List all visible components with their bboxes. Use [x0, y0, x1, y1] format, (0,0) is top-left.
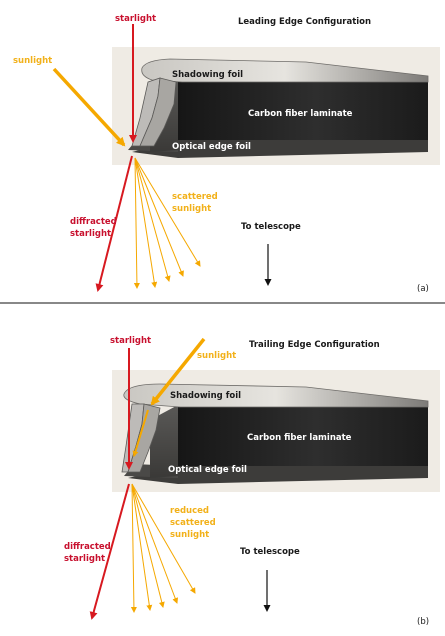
starlight-label-a: starlight	[115, 14, 156, 24]
scattered-label-a-1: scattered	[172, 192, 218, 202]
panel-b-title: Trailing Edge Configuration	[249, 340, 380, 350]
diffracted-label-a-2: starlight	[70, 229, 111, 239]
panel-b: Trailing Edge Configuration Shadowing fo…	[64, 336, 440, 627]
sunlight-arrow-a	[52, 67, 126, 147]
starlight-label-b: starlight	[110, 336, 151, 346]
sunlight-label-a: sunlight	[13, 56, 52, 66]
diffracted-starlight-arrow-b	[89, 483, 130, 620]
panel-tag-a: (a)	[417, 284, 429, 294]
to-telescope-label-a: To telescope	[241, 222, 301, 232]
carbon-fiber-label-b: Carbon fiber laminate	[247, 433, 352, 443]
diffracted-label-b-1: diffracted	[64, 542, 111, 552]
sunlight-arrow-b	[150, 337, 206, 406]
panel-tag-b: (b)	[417, 617, 429, 627]
optical-edge-foil-a	[131, 77, 177, 147]
to-telescope-label-b: To telescope	[240, 547, 300, 557]
optical-edge-foil-label-a: Optical edge foil	[172, 142, 251, 152]
sunlight-label-b: sunlight	[197, 351, 236, 361]
shadowing-foil-label-a: Shadowing foil	[172, 70, 243, 80]
shadowing-foil-a	[141, 58, 429, 83]
scattered-label-a-2: sunlight	[172, 204, 211, 214]
sunlight-reflected-arrow-b	[132, 409, 149, 457]
scattered-sunlight-rays-b	[130, 483, 196, 613]
shadowing-foil-b	[123, 383, 429, 408]
shadowing-foil-label-b: Shadowing foil	[170, 391, 241, 401]
scattered-label-b-3: sunlight	[170, 530, 209, 540]
diffracted-label-a-1: diffracted	[70, 217, 117, 227]
scattered-label-b-1: reduced	[170, 506, 209, 516]
scattered-label-b-2: scattered	[170, 518, 216, 528]
scattered-sunlight-rays-a	[133, 157, 201, 289]
diffracted-label-b-2: starlight	[64, 554, 105, 564]
panel-a-title: Leading Edge Configuration	[238, 17, 371, 27]
carbon-fiber-label-a: Carbon fiber laminate	[248, 109, 353, 119]
optical-edge-foil-label-b: Optical edge foil	[168, 465, 247, 475]
diffracted-starlight-arrow-a	[95, 155, 133, 292]
panel-a: Leading Edge Configuration Shadowing foi…	[13, 14, 440, 294]
